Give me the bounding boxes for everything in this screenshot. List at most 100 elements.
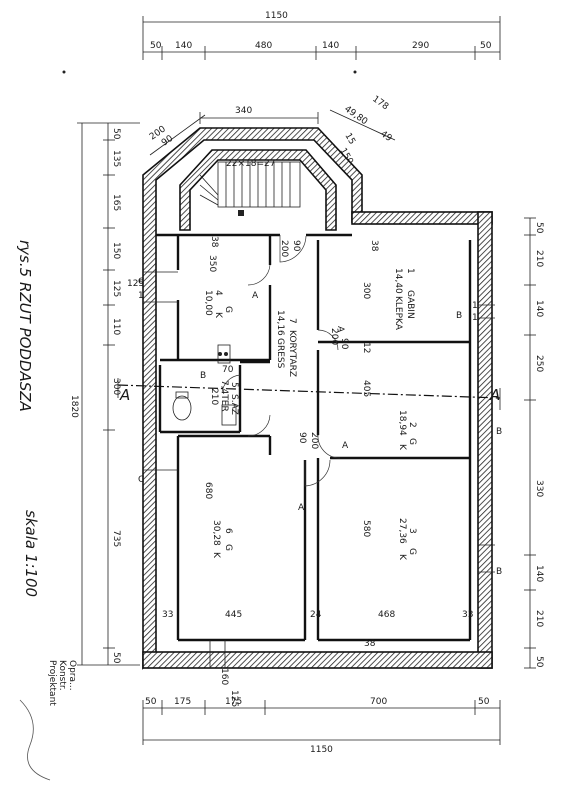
section-a-left: A xyxy=(119,386,130,404)
room-1-h: 300 xyxy=(361,282,371,299)
right-dim-7: 210 xyxy=(534,610,544,627)
right-dim-2: 210 xyxy=(534,250,544,267)
room-2-no: 2 xyxy=(407,422,417,428)
drawing-title-block: rys.5 RZUT PODDASZA skala 1:100 xyxy=(16,240,40,597)
top-dim-2: 140 xyxy=(175,41,192,51)
room-4: 4 10,00 G K 350 38 A xyxy=(203,236,259,319)
stamp-line-3: Opra... xyxy=(67,660,77,691)
bottom-interior-dims: 445 468 33 24 33 38 xyxy=(162,610,473,649)
room-2-b: B xyxy=(496,427,502,437)
room-6-k: K xyxy=(211,552,221,559)
corridor-door-dims: 200 90 38 200 90 A 200 90 A A xyxy=(279,240,379,513)
room-7-corridor: 7 KORYTARZ 14,16 GRESS xyxy=(275,310,297,377)
room-5-name: S.AZ xyxy=(229,394,239,415)
room-4-area: 10,00 xyxy=(203,290,213,316)
bottom-dim-3: 175 xyxy=(225,697,242,707)
room-4-k: K xyxy=(213,312,223,319)
top-dim-1: 50 xyxy=(150,41,162,51)
room-3-k: K xyxy=(397,554,407,561)
room-5-bathroom: 5 S.AZ 7,4TER 210 70 B xyxy=(200,365,239,415)
right-dim-1: 50 xyxy=(534,222,544,234)
room-6-area: 30,28 xyxy=(211,520,221,546)
left-total-dim: 1820 xyxy=(69,395,79,418)
top-dim-4: 140 xyxy=(322,41,339,51)
left-dim-7: 300 xyxy=(111,378,121,395)
room-2-floor: G xyxy=(407,438,417,445)
room-4-a: A xyxy=(252,291,259,301)
room-2: 2 18,94 G K 405 B xyxy=(361,380,502,451)
room-4-c: C xyxy=(138,277,144,287)
bay-diag-c: 49 xyxy=(378,129,393,144)
room-3: 3 27,36 G K 580 B xyxy=(361,518,502,577)
room-4-w: 38 xyxy=(209,236,219,248)
room-1-w: 12 xyxy=(361,342,371,353)
top-dimensions: 1150 50 140 480 140 290 50 xyxy=(142,11,501,60)
width-468: 468 xyxy=(378,610,395,620)
bottom-total-dim: 1150 xyxy=(310,745,333,755)
cor-200b: 200 xyxy=(309,432,319,449)
top-total-dim: 1150 xyxy=(265,11,288,21)
outer-walls xyxy=(142,127,493,670)
room-4-no: 4 xyxy=(213,290,223,296)
doors xyxy=(221,235,341,487)
cor-90: 90 xyxy=(339,338,349,350)
room-3-h: 580 xyxy=(361,520,371,537)
bottom-dim-1: 50 xyxy=(145,697,157,707)
room-6-h: 680 xyxy=(203,482,213,499)
room-6-floor: G xyxy=(223,544,233,551)
left-dim-8: 735 xyxy=(111,530,121,547)
bottom-dim-5: 50 xyxy=(478,697,490,707)
bath-70: 70 xyxy=(222,365,234,375)
bottom-160: 160 xyxy=(219,668,229,685)
signature-scribble xyxy=(19,699,51,781)
room-2-h: 405 xyxy=(361,380,371,397)
left-dimensions: 1820 50 135 165 150 125 110 300 735 50 1… xyxy=(69,122,155,666)
door-200a: 200 xyxy=(279,240,289,257)
room-3-floor: G xyxy=(407,548,417,555)
bath-b: B xyxy=(200,371,206,381)
room-1-area: 14,40 xyxy=(393,268,403,294)
left-dim-9: 50 xyxy=(111,652,121,664)
room-1: 1 GABIN 14,40 KLEPKA 300 12 B xyxy=(361,268,462,353)
room-6-no: 6 xyxy=(223,528,233,534)
room-1-no: 1 xyxy=(405,268,415,274)
room-2-k: K xyxy=(397,444,407,451)
left-dim-4: 150 xyxy=(111,242,121,259)
top-dim-6: 50 xyxy=(480,41,492,51)
room-5-name2: 7,4TER xyxy=(219,380,229,412)
cor-200: 200 xyxy=(329,328,339,345)
room-1-wall: 38 xyxy=(369,240,379,252)
bottom-dim-2: 175 xyxy=(174,697,191,707)
room-4-h: 350 xyxy=(207,255,217,272)
drawing-title: rys.5 RZUT PODDASZA xyxy=(16,240,34,412)
left-dim-3: 165 xyxy=(111,194,121,211)
room-1-b: B xyxy=(456,311,462,321)
left-dim-2: 135 xyxy=(111,150,121,167)
room-1-name2: KLEPKA xyxy=(393,296,403,331)
section-a-right: A xyxy=(489,386,500,404)
room-7-name: KORYTARZ xyxy=(287,330,297,377)
room-3-b: B xyxy=(496,567,502,577)
room-7-area: 14,16 xyxy=(275,310,285,336)
sheet-dot-1 xyxy=(62,70,66,74)
top-dim-3: 480 xyxy=(255,41,272,51)
width-38b: 38 xyxy=(364,639,376,649)
bottom-dimensions: 50 175 175 700 50 1150 125 160 xyxy=(142,668,501,755)
stamp-line-1: Projektant xyxy=(47,660,57,706)
cor-a: A xyxy=(335,326,345,333)
bay-left-d: 15 xyxy=(342,132,356,147)
bottom-dim-4: 700 xyxy=(370,697,387,707)
stamp-line-2: Konstr. xyxy=(57,660,67,691)
staircase: 22×18=27 xyxy=(199,159,301,216)
window-marks xyxy=(143,271,495,668)
room-4-floor: G xyxy=(223,306,233,313)
room-1-name: GABIN xyxy=(405,290,415,319)
room-7-no: 7 xyxy=(287,318,297,324)
right-dim-5: 330 xyxy=(534,480,544,497)
width-33b: 33 xyxy=(462,610,473,620)
room-6-a: A xyxy=(298,503,305,513)
room-2-area: 18,94 xyxy=(397,410,407,436)
left-inner-125: 125 xyxy=(127,279,144,289)
